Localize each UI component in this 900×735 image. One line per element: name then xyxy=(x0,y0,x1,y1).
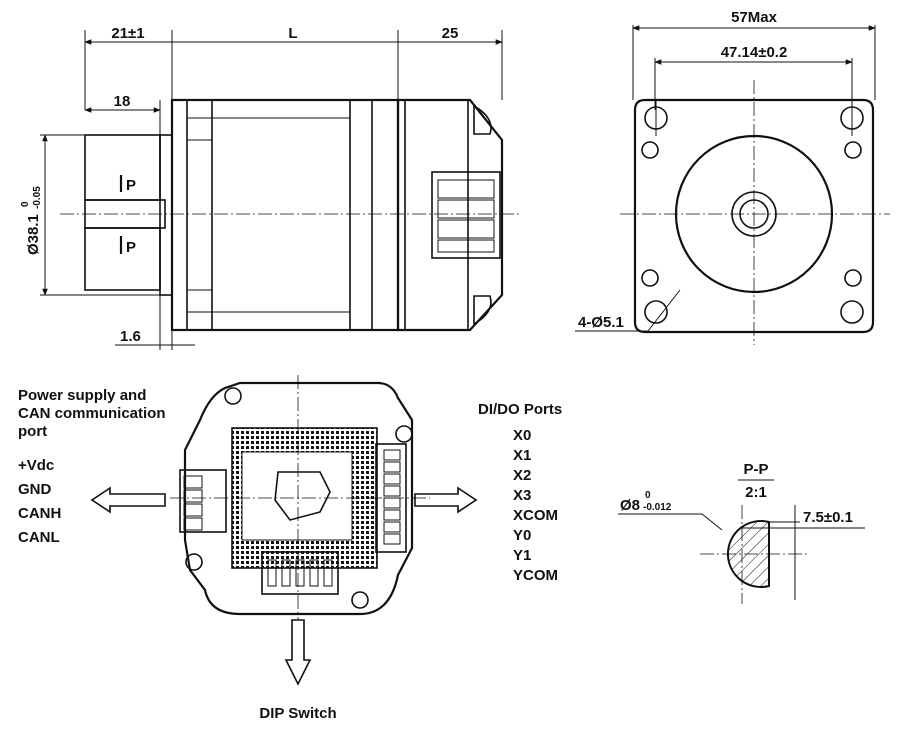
dip-lever xyxy=(323,559,333,587)
dim-boss-thickness: 1.6 xyxy=(120,328,141,345)
connector-slot xyxy=(437,179,495,199)
mounting-hole xyxy=(644,300,668,324)
connector-slot xyxy=(437,239,495,253)
pcb-window xyxy=(241,451,353,541)
arrow-right-icon xyxy=(414,486,478,514)
corner-hole xyxy=(185,553,203,571)
dip-switch xyxy=(261,551,339,595)
power-port-title-line3: port xyxy=(18,423,47,440)
side-connector xyxy=(431,171,501,259)
connector-pin xyxy=(183,489,203,503)
power-pin: CANL xyxy=(18,529,60,546)
dim-overall: 57Max xyxy=(731,9,778,26)
io-title: DI/DO Ports xyxy=(478,401,562,418)
connector-pin xyxy=(383,449,401,461)
section-mark-bottom: P xyxy=(126,239,136,256)
connector-slot xyxy=(437,219,495,239)
io-pin: X3 xyxy=(513,487,531,504)
io-pin: Y1 xyxy=(513,547,531,564)
connector-pin xyxy=(383,473,401,485)
dim-shaft-tol-lower: -0.012 xyxy=(643,502,672,513)
io-pin: YCOM xyxy=(513,567,558,584)
power-connector xyxy=(179,469,227,533)
dip-lever xyxy=(309,559,319,587)
dip-lever xyxy=(281,559,291,587)
dim-boss-tol-lower: -0.05 xyxy=(32,186,43,209)
housing-ear xyxy=(473,295,492,326)
pcb-component xyxy=(274,471,331,521)
dim-shaft-diameter: Ø8 xyxy=(620,497,640,514)
housing-ear xyxy=(473,104,492,135)
io-pin: XCOM xyxy=(513,507,558,524)
section-mark-top: P xyxy=(126,177,136,194)
screw-head xyxy=(641,141,659,159)
io-pin: X2 xyxy=(513,467,531,484)
io-pin: Y0 xyxy=(513,527,531,544)
connector-pin xyxy=(383,533,401,545)
dim-shaft-extension: 21±1 xyxy=(111,25,144,42)
pilot-boss xyxy=(159,134,173,296)
connector-slot xyxy=(437,199,495,219)
connector-pin xyxy=(383,485,401,497)
corner-hole xyxy=(351,591,369,609)
arrow-down-icon xyxy=(284,619,312,686)
screw-head xyxy=(641,269,659,287)
dim-flat-length: 18 xyxy=(114,93,131,110)
shaft-flat xyxy=(84,134,161,201)
screw-head xyxy=(844,141,862,159)
dim-rear-length: 25 xyxy=(442,25,459,42)
connector-pin xyxy=(183,517,203,531)
motor-body xyxy=(170,98,400,332)
mounting-hole xyxy=(840,300,864,324)
power-pin: +Vdc xyxy=(18,457,54,474)
screw-head xyxy=(844,269,862,287)
corner-hole xyxy=(224,387,242,405)
arrow-left-icon xyxy=(90,486,166,514)
dim-boss-diameter: Ø38.1 xyxy=(25,214,42,255)
power-port-title-line2: CAN communication xyxy=(18,405,166,422)
dim-hole-spacing: 47.14±0.2 xyxy=(721,44,788,61)
section-title: P-P xyxy=(743,461,768,478)
side-view: 21±1 L 25 18 P P xyxy=(20,25,520,350)
power-port-title-line1: Power supply and xyxy=(18,387,146,404)
leader-line xyxy=(647,289,681,332)
dim-holes: 4-Ø5.1 xyxy=(578,314,624,331)
leader-line xyxy=(701,513,723,531)
shaft-flat-lower xyxy=(84,227,161,291)
dim-shaft-tol-upper: 0 xyxy=(645,490,651,501)
connector-pin xyxy=(183,503,203,517)
section-scale: 2:1 xyxy=(745,484,767,501)
power-pin: CANH xyxy=(18,505,61,522)
dip-lever xyxy=(295,559,305,587)
power-pin: GND xyxy=(18,481,52,498)
connector-pin xyxy=(383,521,401,533)
front-view: 57Max 47.14±0.2 4-Ø5.1 xyxy=(575,9,890,345)
connector-pin xyxy=(183,475,203,489)
dim-flat-depth: 7.5±0.1 xyxy=(803,509,853,526)
connector-pin xyxy=(383,509,401,521)
rear-housing xyxy=(183,381,414,616)
front-flange xyxy=(633,98,875,334)
connector-pin xyxy=(383,497,401,509)
dip-label: DIP Switch xyxy=(259,705,336,722)
io-pin: X0 xyxy=(513,427,531,444)
dim-body-length: L xyxy=(288,25,297,42)
dim-boss-tol-upper: 0 xyxy=(20,201,31,207)
driver-housing xyxy=(396,98,504,332)
corner-hole xyxy=(395,425,413,443)
connector-pin xyxy=(383,461,401,473)
rear-view: Power supply and CAN communication port … xyxy=(18,375,562,722)
dip-lever xyxy=(267,559,277,587)
io-pin: X1 xyxy=(513,447,531,464)
section-view: P-P 2:1 7.5±0.1 Ø8 0 -0.012 xyxy=(618,461,865,604)
